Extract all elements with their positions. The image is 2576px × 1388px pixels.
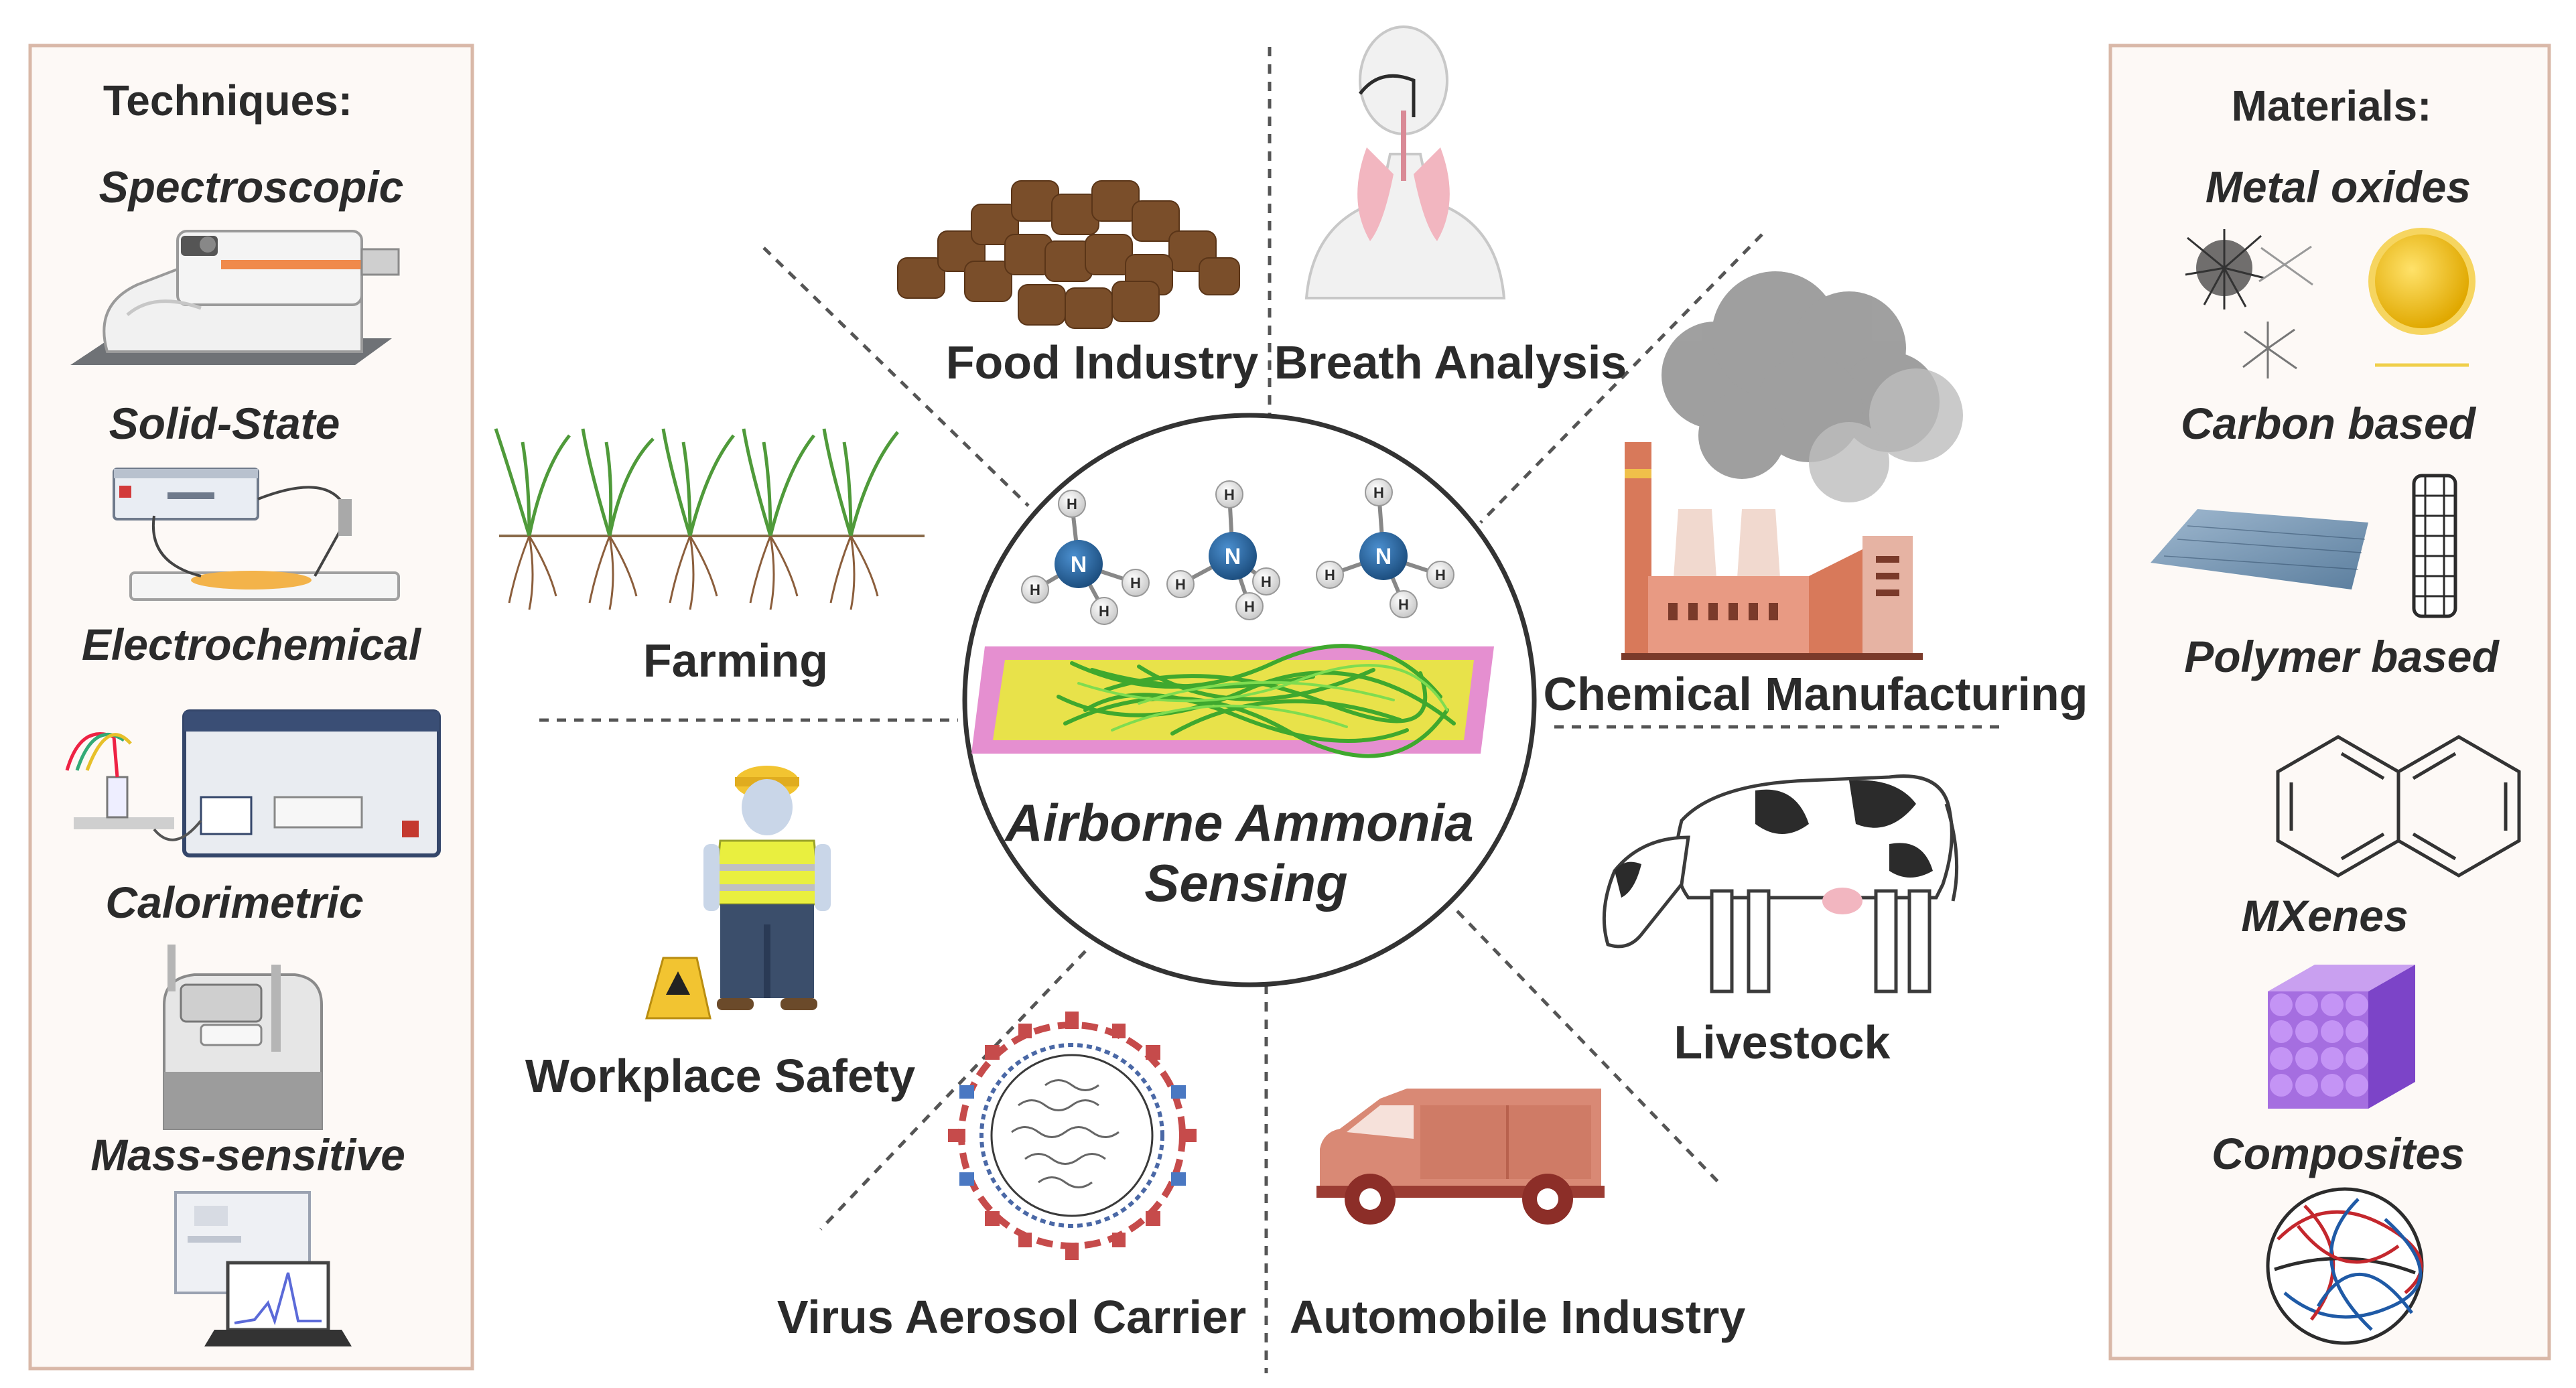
hydrogen-label: H [1099,603,1109,620]
calorimeter-icon [163,945,323,1130]
hydrogen-label: H [1175,576,1186,593]
nitrogen-label: N [1071,552,1087,577]
mass-sensitive-icon [174,1191,352,1346]
center-title-line2: Sensing [1144,853,1347,912]
center-title-line1: Airborne Ammonia [1004,793,1473,852]
potentiostat-icon [65,709,441,857]
label-farming: Farming [643,634,828,687]
metal-oxide-nanostructure-icon [2185,228,2476,378]
material-polymer-based: Polymer based [2184,632,2500,681]
label-food-industry: Food Industry [946,336,1259,389]
hydrogen-label: H [1030,581,1040,598]
composite-sphere-icon [2266,1187,2424,1345]
mxene-lattice-icon [2268,965,2415,1109]
technique-spectroscopic: Spectroscopic [99,162,404,212]
food-pellets-icon [897,180,1240,329]
label-virus-aerosol-carrier: Virus Aerosol Carrier [777,1291,1246,1343]
spoke-lines [539,47,2003,1373]
label-livestock: Livestock [1674,1016,1891,1068]
material-mxenes: MXenes [2241,891,2408,941]
material-metal-oxides: Metal oxides [2206,162,2471,212]
factory-icon [1621,271,1963,660]
hydrogen-label: H [1244,598,1255,615]
label-breath-analysis: Breath Analysis [1274,336,1627,389]
technique-calorimetric: Calorimetric [105,878,363,927]
spectrometer-icon [70,230,400,365]
technique-electrochemical: Electrochemical [82,620,422,669]
crop-seedlings-icon [494,428,925,610]
material-carbon-based: Carbon based [2181,399,2477,448]
safety-worker-icon [645,766,831,1020]
hydrogen-label: H [1435,567,1446,583]
hydrogen-label: H [1067,496,1077,512]
label-automobile-industry: Automobile Industry [1290,1291,1746,1343]
techniques-title: Techniques: [103,76,352,125]
virus-icon [948,1012,1197,1260]
cow-icon [1602,774,1959,993]
delivery-van-icon [1316,1089,1605,1225]
graphene-nanotube-icon [2151,474,2457,618]
hydrogen-label: H [1224,486,1235,503]
hydrogen-label: H [1130,575,1141,592]
hydrogen-label: H [1261,573,1272,590]
technique-solid-state: Solid-State [109,399,340,448]
respiratory-system-icon [1304,25,1506,299]
label-workplace-safety: Workplace Safety [525,1050,915,1102]
nitrogen-label: N [1375,544,1392,569]
ammonia-molecule: N H H H H [1316,478,1454,618]
sensor-substrate-icon [971,644,1494,758]
material-composites: Composites [2212,1129,2465,1178]
materials-panel [2108,44,2551,1361]
solid-state-device-icon [113,468,400,601]
technique-mass-sensitive: Mass-sensitive [90,1130,405,1180]
hydrogen-label: H [1373,484,1384,501]
hydrogen-label: H [1325,567,1335,583]
materials-title: Materials: [2232,82,2432,130]
nitrogen-label: N [1225,544,1241,569]
naphthalene-structure-icon [2276,735,2521,878]
label-chemical-manufacturing: Chemical Manufacturing [1544,668,2088,720]
hydrogen-label: H [1398,596,1409,613]
ammonia-molecule: N H H H H [1021,490,1150,625]
ammonia-molecule: N H H H H [1166,480,1280,620]
